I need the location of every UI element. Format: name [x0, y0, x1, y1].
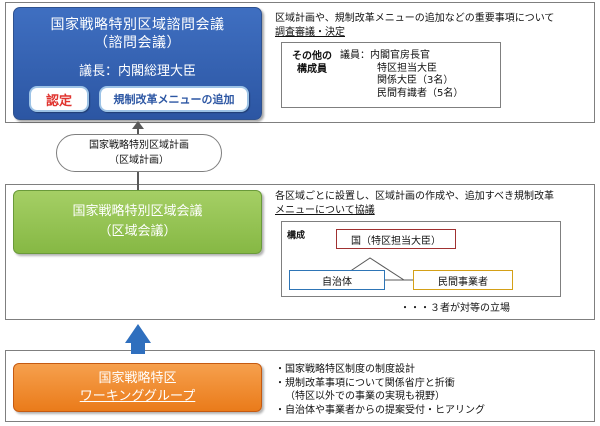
zone-description-line1: 各区域ごとに設置し、区域計画の作成や、追加すべき規制改革 — [275, 191, 554, 202]
node-nation: 国（特区担当大臣） — [336, 229, 456, 249]
wg-task-item: ・規制改革事項について関係省庁と折衝 — [275, 377, 455, 389]
member-item: 議員：内閣官房長官 — [340, 50, 430, 61]
zone-plan-subtitle: （区域計画） — [109, 155, 169, 166]
advisory-council-title: 国家戦略特別区域諮問会議 — [50, 17, 225, 33]
wg-task-item: ・自治体や事業者からの提案受付・ヒアリング — [275, 404, 485, 416]
arrow-up-to-advisory — [132, 121, 144, 129]
composition-lines — [336, 257, 413, 281]
working-group-box: 国家戦略特区 ワーキンググループ — [13, 363, 262, 412]
approve-badge: 認定 — [29, 86, 89, 112]
zone-description-line2: メニューについて協議 — [275, 205, 375, 216]
wg-task-item: （特区以外での事業の実現も視野） — [285, 391, 445, 402]
other-members-label-line2: 構成員 — [297, 64, 327, 75]
other-members-label: その他の 構成員 — [287, 50, 337, 76]
advisory-description-line2: 調査審議・決定 — [275, 27, 345, 38]
wg-task-item: ・国家戦略特区制度の制度設計 — [275, 364, 415, 375]
zone-council-box: 国家戦略特別区域会議 （区域会議） — [13, 190, 262, 254]
member-item: 特区担当大臣 — [377, 62, 437, 74]
other-members-label-line1: その他の — [292, 51, 332, 62]
zone-plan-pill: 国家戦略特別区域計画 （区域計画） — [56, 134, 222, 172]
node-local-government: 自治体 — [289, 270, 385, 290]
zone-council-title: 国家戦略特別区域会議 — [72, 204, 203, 219]
advisory-council-box: 国家戦略特別区域諮問会議 （諮問会議） 議長：内閣総理大臣 認定 規制改革メニュ… — [13, 7, 262, 120]
advisory-description: 区域計画や、規制改革メニューの追加などの重要事項について 調査審議・決定 — [275, 12, 554, 40]
member-item: 民間有識者（5名） — [377, 87, 464, 99]
working-group-tasks: ・国家戦略特区制度の制度設計 ・規制改革事項について関係省庁と折衝 （特区以外で… — [275, 363, 485, 417]
zone-plan-title: 国家戦略特別区域計画 — [89, 140, 189, 151]
zone-description: 各区域ごとに設置し、区域計画の作成や、追加すべき規制改革 メニューについて協議 — [275, 190, 554, 218]
zone-council-subtitle: （区域会議） — [98, 224, 177, 239]
wg-to-zone-arrow — [125, 324, 151, 354]
advisory-chair: 議長：内閣総理大臣 — [78, 64, 196, 79]
members-list: 議員：内閣官房長官 特区担当大臣 関係大臣（3名） 民間有識者（5名） — [340, 50, 463, 100]
zone-composition-box: 構成 国（特区担当大臣） 自治体 民間事業者 — [281, 221, 561, 297]
add-regulation-menu-badge: 規制改革メニューの追加 — [99, 86, 249, 112]
equal-standing-note: ・・・３者が対等の立場 — [400, 303, 510, 314]
other-members-box: その他の 構成員 議員：内閣官房長官 特区担当大臣 関係大臣（3名） 民間有識者… — [281, 42, 501, 108]
node-private-business: 民間事業者 — [413, 270, 513, 290]
advisory-council-subtitle: （諮問会議） — [94, 35, 181, 51]
advisory-description-line1: 区域計画や、規制改革メニューの追加などの重要事項について — [275, 13, 555, 24]
composition-label: 構成 — [287, 231, 306, 241]
working-group-subtitle: ワーキンググループ — [79, 389, 196, 404]
working-group-title: 国家戦略特区 — [98, 371, 177, 386]
member-item: 関係大臣（3名） — [377, 75, 454, 86]
